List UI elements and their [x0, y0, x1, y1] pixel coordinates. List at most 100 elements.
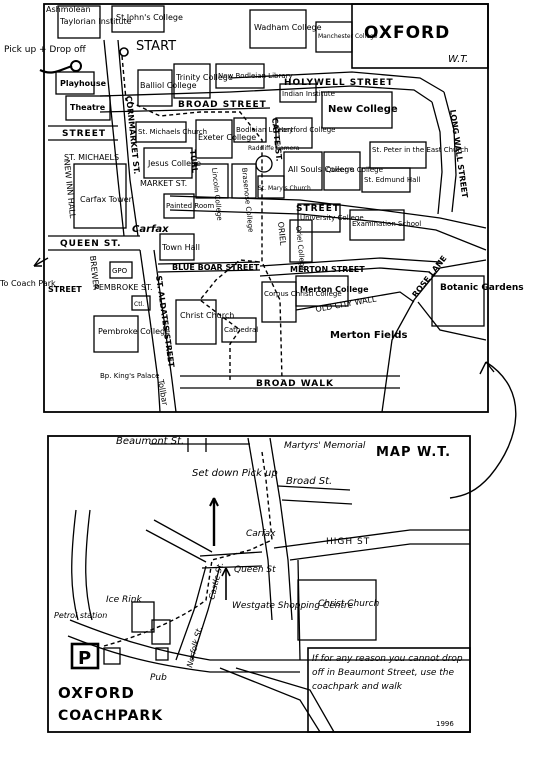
note-box — [307, 647, 471, 733]
gpo-label: GPO — [112, 267, 128, 275]
botanic-label: Botanic Gardens — [440, 283, 524, 293]
town-hall-label: Town Hall — [161, 243, 200, 252]
street-long-wall: LONG WALL STREET — [448, 109, 469, 199]
radcliffe-label: Radcliffe Camera — [248, 145, 300, 152]
corpus-label: Corpus Christi College — [264, 290, 342, 298]
street-new-inn-hall: NEW INN HALL — [62, 159, 77, 219]
oriel-block — [289, 219, 313, 263]
norfolk-label: Norfolk St. — [185, 626, 204, 669]
radcliffe-camera-shape — [255, 155, 273, 173]
st-edmund-block — [361, 167, 411, 193]
set-down-label: Set down Pick up — [192, 468, 278, 479]
all-souls-label: All Souls College — [288, 165, 354, 174]
christ-church-block — [175, 299, 217, 345]
cathedral-block — [221, 317, 257, 343]
petrol-label: Petrol station — [54, 611, 107, 620]
wadham-label: Wadham College — [254, 23, 322, 32]
hertford-label: Hertford College — [278, 126, 335, 134]
bodleian-block — [233, 117, 267, 143]
pickup-arrow — [39, 64, 73, 74]
beaumont-label: Beaumont St. — [116, 436, 184, 447]
ctl-block — [131, 295, 151, 311]
bottom-walking-route — [103, 451, 273, 647]
taylorian-label: Taylorian Institute — [59, 17, 132, 26]
gpo-block — [109, 261, 133, 279]
ice-rink-label: Ice Rink — [106, 595, 142, 605]
street-blue-boar: BLUE BOAR STREET — [172, 263, 260, 272]
queen-st-label: Queen St — [234, 565, 276, 575]
examination-label: Examination School — [352, 220, 421, 228]
theatre-label: Theatre — [70, 103, 106, 112]
painted-room-label: Painted Room — [166, 202, 214, 210]
coachpark-line2: COACHPARK — [58, 708, 163, 724]
indian-institute-block — [279, 83, 317, 103]
new-bodleian-block — [215, 63, 265, 89]
all-souls-block — [283, 151, 323, 191]
cathedral-label: Cathedral — [224, 326, 258, 334]
christ-church-label: Christ Church — [180, 311, 234, 320]
coach-park-arrow — [33, 257, 49, 267]
street-left: STREET — [62, 129, 106, 139]
broad-st-label: Broad St. — [286, 476, 332, 487]
parking-sign — [70, 642, 100, 670]
street-market: MARKET ST. — [140, 179, 187, 188]
coach-park-note: To Coach Park — [0, 279, 56, 288]
st-michaels-church-block — [135, 121, 187, 143]
queens-block — [323, 151, 361, 191]
st-peter-label: St. Peter in the East Church — [372, 146, 469, 154]
top-map-border — [43, 3, 489, 413]
st-marys-label: St. Mary's Church — [258, 185, 311, 192]
christ-church-bottom-label: Christ Church — [318, 599, 380, 609]
trinity-block — [173, 63, 211, 99]
ashmolean-label: Ashmolean — [46, 5, 91, 14]
town-hall-block — [159, 233, 195, 261]
brasenose-label: Brasenose College — [240, 167, 255, 232]
street-queen: QUEEN ST. — [60, 239, 122, 249]
balliol-label: Balliol College — [140, 81, 197, 90]
pub-label: Pub — [150, 673, 167, 683]
bottom-map-title: MAP W.T. — [376, 445, 451, 460]
university-block — [297, 203, 341, 233]
top-map-labels: OXFORD W.T. START Pick up + Drop off To … — [0, 5, 524, 407]
new-college-label: New College — [328, 104, 398, 115]
theatre-block — [65, 95, 111, 121]
westgate-label: Westgate Shopping Centre — [232, 601, 354, 611]
carfax-bottom-label: Carfax — [246, 529, 276, 539]
pickup-note: Pick up + Drop off — [4, 45, 86, 55]
exeter-label: Exeter College — [198, 133, 256, 142]
bottom-map — [47, 435, 471, 733]
christ-church-block-bottom — [297, 579, 377, 641]
connecting-arrow — [449, 361, 517, 499]
martyrs-label: Martyrs' Memorial — [284, 441, 366, 451]
st-edmund-label: St. Edmund Hall — [364, 176, 420, 184]
year-label: 1996 — [436, 720, 454, 728]
merton-college-label: Merton College — [300, 285, 369, 294]
balliol-block — [137, 69, 173, 107]
street-merton: MERTON STREET — [290, 265, 365, 274]
carfax-label: Carfax — [132, 224, 169, 235]
botanic-block — [431, 275, 485, 327]
merton-fields-label: Merton Fields — [330, 330, 408, 341]
st-johns-block — [111, 5, 165, 33]
playhouse-block — [55, 71, 95, 95]
street-high: STREET — [296, 204, 340, 214]
parking-symbol: P — [78, 648, 91, 669]
new-bodleian-label: New Bodleian Library — [218, 72, 293, 80]
jesus-block — [143, 147, 193, 179]
university-label: University College — [300, 214, 364, 222]
start-label: START — [136, 39, 176, 54]
street-tollbar: Tollbar — [156, 378, 170, 407]
street-bottom: STREET — [48, 285, 82, 294]
top-map — [33, 3, 489, 413]
playhouse-label: Playhouse — [60, 79, 107, 88]
street-turl: TURL — [188, 149, 199, 173]
street-brewer: BREWER — [88, 255, 101, 291]
street-broad: BROAD STREET — [178, 100, 267, 110]
wadham-block — [249, 9, 307, 49]
examination-block — [349, 209, 405, 241]
pickup-marker — [70, 60, 82, 72]
st-johns-label: St.John's College — [116, 13, 183, 22]
pembroke-block — [93, 315, 139, 353]
walking-route — [121, 55, 283, 381]
